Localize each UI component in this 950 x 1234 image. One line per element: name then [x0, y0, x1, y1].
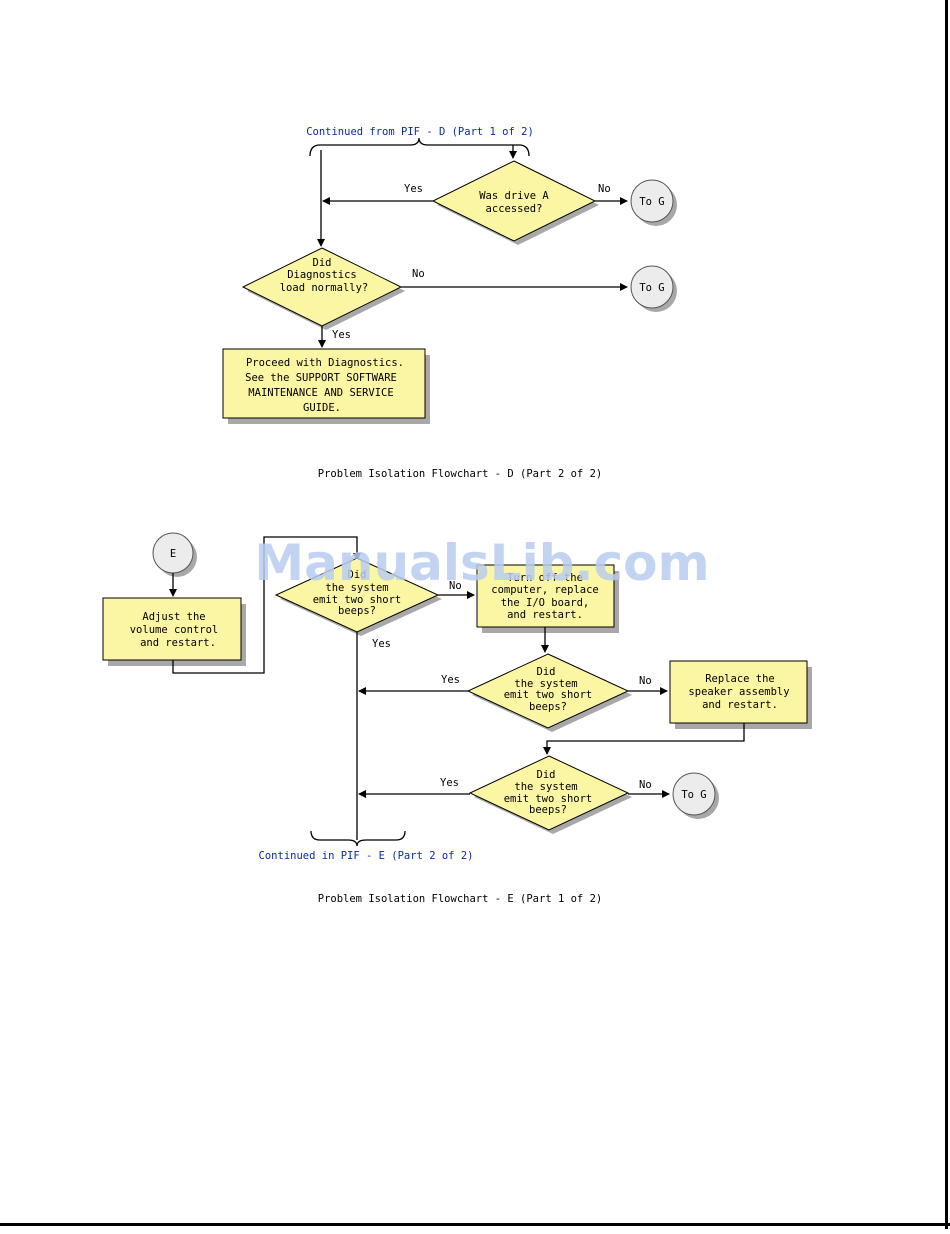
- beeps-2-line2: the system: [514, 678, 577, 690]
- yes-label: Yes: [441, 674, 460, 686]
- watermark: ManualsLib.com: [254, 534, 709, 592]
- continued-brace: [309, 137, 530, 157]
- process-adjust-volume: Adjust the volume control and restart.: [102, 597, 246, 666]
- beeps-1-line3: emit two short: [313, 594, 402, 606]
- decision-beeps-1: Did the system emit two short beeps?: [274, 557, 442, 636]
- turn-off-line3: the I/O board,: [501, 597, 590, 609]
- beeps-1-line1: Did: [348, 569, 367, 581]
- to-g-label: To G: [639, 282, 664, 294]
- decision-diagnostics-line1: Did: [313, 257, 332, 269]
- caption-e: Problem Isolation Flowchart - E (Part 1 …: [318, 893, 602, 905]
- decision-drive-a-line2: accessed?: [486, 203, 543, 215]
- adjust-line2: volume control: [130, 624, 219, 636]
- adjust-line1: Adjust the: [142, 611, 205, 623]
- to-g-label: To G: [639, 196, 664, 208]
- decision-drive-a-line1: Was drive A: [479, 190, 549, 202]
- start-connector-e: E: [152, 532, 197, 577]
- proceed-line4: GUIDE.: [303, 402, 341, 414]
- flowchart-d: Continued from PIF - D (Part 1 of 2) Was…: [222, 126, 677, 480]
- process-turn-off-replace-io: Turn off the computer, replace the I/O b…: [476, 564, 619, 633]
- to-g-connector: To G: [672, 772, 719, 819]
- beeps-3-line2: the system: [514, 781, 577, 793]
- beeps-1-line2: the system: [325, 582, 388, 594]
- beeps-2-line3: emit two short: [504, 689, 593, 701]
- turn-off-line4: and restart.: [507, 609, 583, 621]
- connector-arrow: [172, 536, 361, 674]
- turn-off-line2: computer, replace: [491, 584, 598, 596]
- adjust-line3: and restart.: [140, 637, 216, 649]
- continued-from-label: Continued from PIF - D (Part 1 of 2): [306, 126, 534, 138]
- caption-d: Problem Isolation Flowchart - D (Part 2 …: [318, 468, 602, 480]
- page-border-bottom: [0, 1223, 950, 1226]
- no-label: No: [598, 183, 611, 195]
- speaker-line3: and restart.: [702, 699, 778, 711]
- yes-label: Yes: [332, 329, 351, 341]
- no-label: No: [412, 268, 425, 280]
- proceed-line2: See the SUPPORT SOFTWARE: [245, 372, 397, 384]
- decision-drive-a: Was drive A accessed?: [431, 160, 599, 245]
- process-replace-speaker: Replace the speaker assembly and restart…: [669, 660, 812, 729]
- page-border-right: [945, 0, 948, 1229]
- beeps-2-line4: beeps?: [529, 701, 567, 713]
- start-connector-label: E: [170, 548, 176, 560]
- to-g-connector: To G: [630, 265, 677, 312]
- beeps-3-line4: beeps?: [529, 804, 567, 816]
- decision-diagnostics-line2: Diagnostics: [287, 269, 357, 281]
- turn-off-line1: Turn off the: [507, 572, 583, 584]
- beeps-3-line3: emit two short: [504, 793, 593, 805]
- yes-label: Yes: [372, 638, 391, 650]
- yes-label: Yes: [440, 777, 459, 789]
- speaker-line2: speaker assembly: [688, 686, 789, 698]
- continued-in-label: Continued in PIF - E (Part 2 of 2): [259, 850, 474, 862]
- no-label: No: [639, 675, 652, 687]
- speaker-line1: Replace the: [705, 673, 775, 685]
- beeps-2-line1: Did: [537, 666, 556, 678]
- continued-brace: [310, 830, 406, 847]
- decision-diagnostics-line3: load normally?: [280, 282, 369, 294]
- flowchart-e: E Adjust the volume control and restart.…: [102, 532, 812, 905]
- decision-diagnostics: Did Diagnostics load normally?: [241, 247, 405, 330]
- connector-arrow: [543, 723, 745, 755]
- to-g-connector: To G: [630, 179, 677, 226]
- beeps-1-line4: beeps?: [338, 605, 376, 617]
- to-g-label: To G: [681, 789, 706, 801]
- yes-label: Yes: [404, 183, 423, 195]
- decision-beeps-3: Did the system emit two short beeps?: [468, 755, 632, 834]
- beeps-3-line1: Did: [537, 769, 556, 781]
- no-label: No: [639, 779, 652, 791]
- no-label: No: [449, 580, 462, 592]
- process-proceed-diagnostics: Proceed with Diagnostics. See the SUPPOR…: [222, 348, 430, 424]
- proceed-line1: Proceed with Diagnostics.: [246, 357, 404, 369]
- decision-beeps-2: Did the system emit two short beeps?: [466, 653, 632, 732]
- proceed-line3: MAINTENANCE AND SERVICE: [248, 387, 393, 399]
